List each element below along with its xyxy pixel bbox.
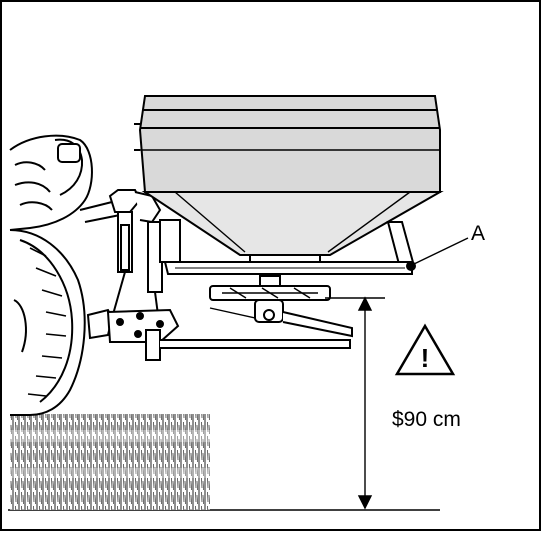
grass-patch [10, 414, 210, 510]
spreader-hopper [134, 95, 444, 268]
warning-triangle-icon: ! [394, 323, 456, 376]
spreader-disc [209, 275, 353, 338]
callout-label-a: A [471, 222, 486, 245]
warning-symbol: ! [421, 343, 430, 373]
tractor [9, 134, 351, 416]
point-a-marker [406, 237, 469, 271]
height-label: $90 cm [392, 408, 461, 431]
height-dimension [325, 296, 385, 510]
spreader-frame [159, 219, 416, 275]
